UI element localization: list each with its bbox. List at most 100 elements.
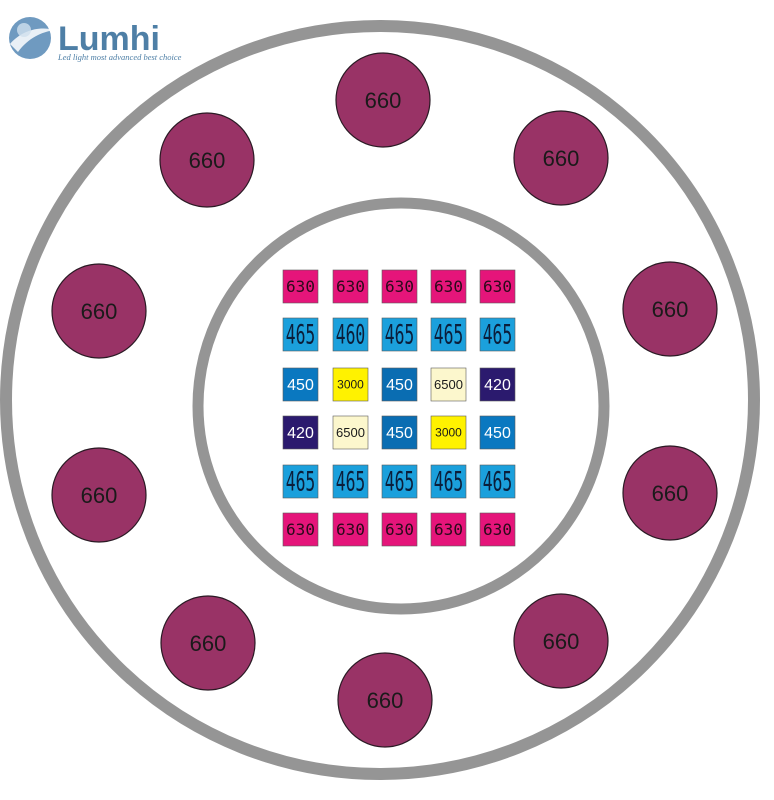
chip-led-square (479, 317, 516, 352)
chip-led-square (430, 415, 467, 450)
chip-led: 630 (282, 269, 319, 304)
chip-led-square (332, 415, 369, 450)
chip-led: 465 (332, 464, 369, 499)
chip-led-square (430, 464, 467, 499)
chip-led: 450 (479, 415, 516, 450)
chip-led-square (381, 464, 418, 499)
outer-led-label: 660 (189, 148, 226, 173)
chip-led-label: 450 (287, 377, 314, 394)
chip-led-label: 630 (385, 520, 414, 539)
chip-led-label: 465 (434, 321, 464, 351)
chip-led-square (381, 317, 418, 352)
chip-led-label: 450 (386, 425, 413, 442)
outer-led-circle (622, 261, 718, 357)
outer-led: 660 (337, 652, 433, 748)
chip-led: 465 (381, 464, 418, 499)
chip-led-label: 450 (386, 377, 413, 394)
chip-led: 630 (430, 512, 467, 547)
chip-led: 6500 (332, 415, 369, 450)
chip-led-label: 3000 (435, 426, 462, 440)
chip-led-label: 630 (483, 277, 512, 296)
outer-led-circle (51, 263, 147, 359)
chip-led: 465 (282, 464, 319, 499)
inner-ring (192, 197, 610, 615)
chip-led-label: 465 (483, 321, 513, 351)
chip-led-label: 630 (483, 520, 512, 539)
outer-led-label: 660 (81, 299, 118, 324)
chip-led-label: 465 (385, 468, 415, 498)
chip-led-label: 3000 (337, 378, 364, 392)
outer-led: 660 (335, 52, 431, 148)
logo-tagline: Led light most advanced best choice (57, 52, 182, 62)
chip-led: 630 (332, 512, 369, 547)
chip-led: 630 (479, 269, 516, 304)
outer-led: 660 (159, 112, 255, 208)
chip-led-label: 6500 (434, 377, 463, 392)
outer-ring (0, 20, 760, 780)
chip-led-square (430, 367, 467, 402)
chip-led-label: 630 (286, 520, 315, 539)
chip-led-square (479, 512, 516, 547)
chip-led-label: 465 (336, 468, 366, 498)
logo-name: Lumhi (58, 20, 160, 58)
chip-led: 450 (282, 367, 319, 402)
outer-led: 660 (160, 595, 256, 691)
chip-led-label: 6500 (336, 425, 365, 440)
chip-led-label: 630 (385, 277, 414, 296)
outer-led: 660 (513, 593, 609, 689)
outer-led: 660 (51, 263, 147, 359)
chip-led-square (282, 415, 319, 450)
outer-led-label: 660 (543, 146, 580, 171)
chip-led-label: 420 (287, 425, 314, 442)
chip-led-label: 465 (385, 321, 415, 351)
chip-led: 6500 (430, 367, 467, 402)
chip-led: 630 (332, 269, 369, 304)
chip-led: 465 (430, 317, 467, 352)
outer-led: 660 (622, 261, 718, 357)
chip-led-square (282, 317, 319, 352)
chip-led-label: 465 (286, 321, 316, 351)
chip-led-square (282, 464, 319, 499)
chip-led: 465 (479, 317, 516, 352)
chip-led: 3000 (430, 415, 467, 450)
chip-led: 465 (282, 317, 319, 352)
logo: Lumhi Led light most advanced best choic… (9, 17, 182, 62)
outer-led-label: 660 (81, 483, 118, 508)
chip-led-square (430, 317, 467, 352)
outer-led-group: 660 660 660 660 660 660 660 660 660 660 (51, 52, 718, 748)
chip-led-square (381, 415, 418, 450)
chip-led-label: 465 (286, 468, 316, 498)
chip-led-label: 420 (484, 377, 511, 394)
outer-led-label: 660 (652, 481, 689, 506)
outer-led-circle (622, 445, 718, 541)
chip-led-square (430, 269, 467, 304)
chip-led: 450 (381, 415, 418, 450)
outer-led-circle (51, 447, 147, 543)
chip-led-square (332, 464, 369, 499)
outer-led: 660 (622, 445, 718, 541)
chip-led-square (332, 367, 369, 402)
chip-led-square (332, 512, 369, 547)
chip-led: 420 (282, 415, 319, 450)
outer-led-label: 660 (190, 631, 227, 656)
chip-led: 630 (479, 512, 516, 547)
chip-led-square (282, 367, 319, 402)
chip-led-square (332, 317, 369, 352)
chip-led-square (381, 269, 418, 304)
chip-led-square (479, 367, 516, 402)
outer-led-label: 660 (365, 88, 402, 113)
outer-led-circle (337, 652, 433, 748)
chip-led-label: 465 (483, 468, 513, 498)
chip-led-square (282, 269, 319, 304)
chip-led-square (479, 415, 516, 450)
outer-led-circle (513, 593, 609, 689)
outer-led: 660 (513, 110, 609, 206)
chip-led-square (381, 512, 418, 547)
chip-led: 465 (430, 464, 467, 499)
outer-led-label: 660 (367, 688, 404, 713)
outer-led-circle (159, 112, 255, 208)
outer-led-circle (335, 52, 431, 148)
logo-swoosh-icon (10, 28, 54, 52)
